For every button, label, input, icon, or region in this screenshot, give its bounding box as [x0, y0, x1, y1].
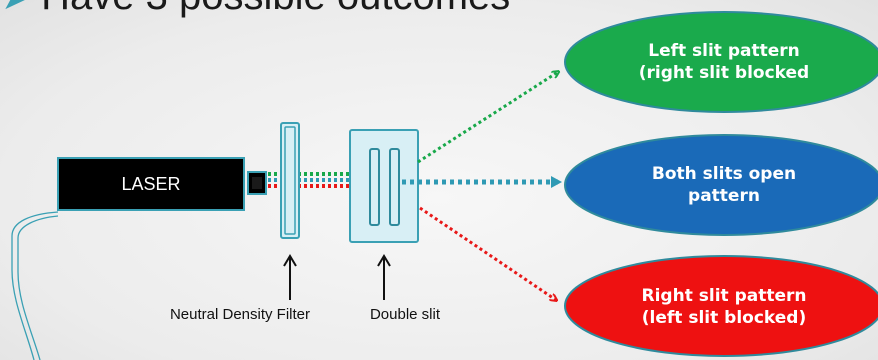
- outcome-right-line1: Right slit pattern: [641, 286, 807, 306]
- outcome-left-bubble: [564, 11, 878, 113]
- outcome-right-text: Right slit pattern (left slit blocked): [600, 285, 848, 329]
- outcome-left-line1: Left slit pattern: [648, 41, 800, 61]
- outcome-both-line2: pattern: [688, 186, 760, 206]
- laser-body: [57, 157, 245, 211]
- green-beam-out: [417, 72, 558, 164]
- slit-left: [369, 148, 380, 226]
- outcome-right-line2: (left slit blocked): [641, 308, 807, 328]
- filter-caption: Neutral Density Filter: [169, 306, 311, 323]
- bullet-arrow-icon: ➤: [2, 0, 27, 16]
- red-beam-out: [419, 206, 556, 300]
- slide-heading: ➤ Have 3 possible outcomes: [0, 0, 878, 22]
- outcome-both-text: Both slits open pattern: [600, 163, 848, 207]
- slit-right: [389, 148, 400, 226]
- laser-label: LASER: [121, 174, 181, 194]
- outcome-right-bubble: [564, 255, 878, 357]
- laser-power-cable: [11, 211, 59, 360]
- slit-caption: Double slit: [369, 306, 441, 323]
- heading-text: Have 3 possible outcomes: [41, 0, 510, 18]
- outcome-both-bubble: [564, 134, 878, 236]
- outcome-left-line2: (right slit blocked: [638, 63, 810, 83]
- neutral-density-filter: [280, 122, 300, 239]
- outcome-both-line1: Both slits open: [651, 164, 797, 184]
- double-slit: [349, 129, 419, 243]
- slit-pointer-arrow: [377, 254, 391, 300]
- filter-pointer-arrow: [283, 254, 297, 300]
- outcome-left-text: Left slit pattern (right slit blocked: [600, 40, 848, 84]
